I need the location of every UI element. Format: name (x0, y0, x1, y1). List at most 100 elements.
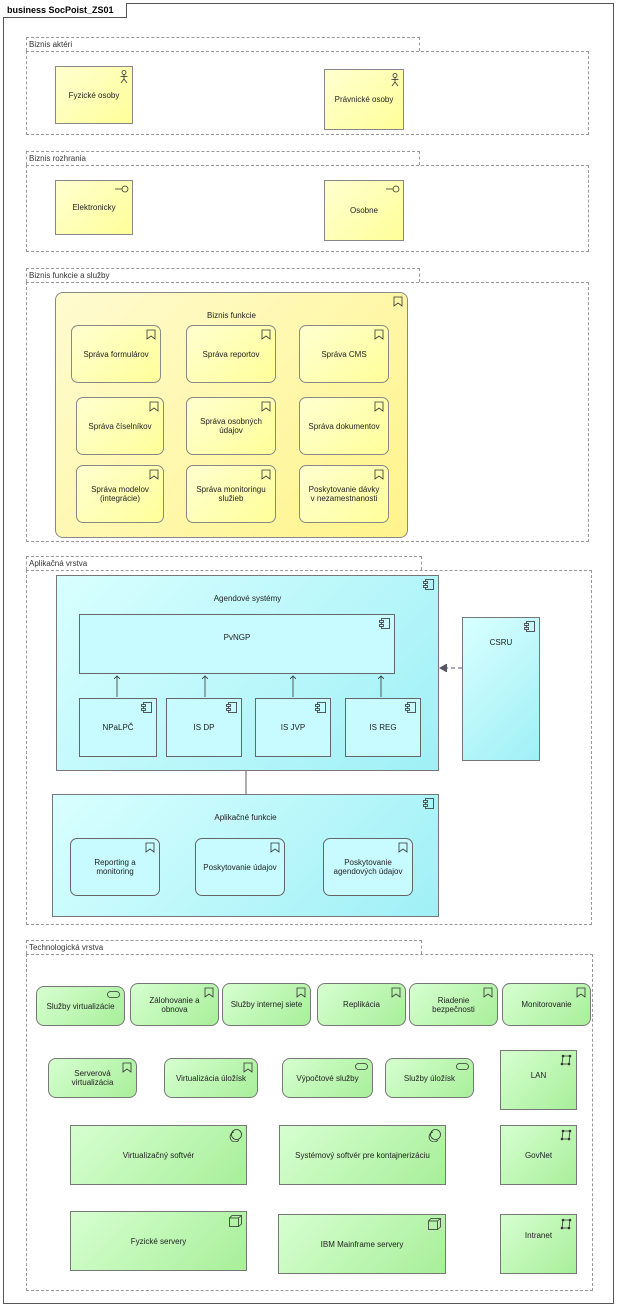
network-label: Intranet (524, 1231, 553, 1240)
component-icon (423, 798, 434, 809)
component-icon (315, 702, 326, 713)
function-icon (149, 401, 159, 412)
network-node[interactable]: LAN (500, 1050, 577, 1110)
interface-label: Osobne (349, 206, 379, 215)
system-software[interactable]: Virtualizačný softvér (70, 1125, 247, 1185)
function-label: Správa modelov (integrácie) (91, 485, 149, 503)
tech-function[interactable]: Virtualizácia úložísk (164, 1058, 258, 1098)
service-label: Monitorovanie (521, 1000, 572, 1009)
function-label: Správa CMS (321, 349, 367, 359)
function-icon (243, 1062, 253, 1073)
tech-function[interactable]: Monitorovanie (502, 983, 591, 1026)
device-label: Fyzické servery (130, 1236, 187, 1246)
system-software[interactable]: Systémový softvér pre kontajnerizáciu (279, 1125, 446, 1185)
function-icon (576, 987, 586, 998)
app-function[interactable]: Poskytovanie údajov (195, 838, 285, 896)
service-label: Serverová virtualizácia (71, 1069, 114, 1087)
function-label: Správa monitoringu služieb (196, 485, 266, 503)
app-component[interactable]: IS REG (345, 698, 421, 757)
service-icon (355, 1063, 368, 1070)
app-component[interactable]: IS JVP (255, 698, 331, 757)
function-label: Reporting a monitoring (94, 858, 136, 876)
actor-icon (391, 73, 399, 87)
component-icon (524, 621, 535, 632)
group-label-actors: Biznis aktéri (26, 37, 420, 51)
function-icon (146, 329, 156, 340)
csru-component[interactable]: CSRU (462, 617, 540, 761)
business-function[interactable]: Správa monitoringu služieb (186, 465, 276, 523)
function-icon (261, 329, 271, 340)
software-label: Virtualizačný softvér (122, 1150, 195, 1160)
container-label: Agendové systémy (213, 594, 282, 603)
business-function[interactable]: Správa CMS (299, 325, 389, 383)
container-label: Aplikačné funkcie (214, 813, 277, 822)
function-icon (296, 987, 306, 998)
service-label: Riadenie bezpečnosti (432, 995, 475, 1014)
business-function[interactable]: Správa modelov (integrácie) (76, 465, 164, 523)
network-label: LAN (530, 1071, 547, 1080)
function-icon (261, 469, 271, 480)
function-label: Správa číselníkov (88, 421, 152, 431)
group-label-application: Aplikačná vrstva (26, 556, 422, 570)
interface-elektronicky[interactable]: Elektronicky (55, 180, 133, 235)
function-icon (145, 842, 155, 853)
business-function[interactable]: Správa reportov (186, 325, 276, 383)
function-icon (204, 987, 214, 998)
business-function[interactable]: Poskytovanie dávky v nezamestnanosti (299, 465, 389, 523)
service-label: Zálohovanie a obnova (149, 995, 200, 1014)
service-label: Výpočtové služby (296, 1073, 359, 1083)
function-icon (122, 1062, 132, 1073)
function-label: Poskytovanie údajov (203, 862, 277, 872)
business-function[interactable]: Správa dokumentov (299, 397, 389, 455)
business-function[interactable]: Správa osobných údajov (186, 397, 276, 455)
network-icon (560, 1218, 572, 1230)
function-icon (398, 842, 408, 853)
device-label: IBM Mainframe servery (320, 1239, 404, 1249)
network-node[interactable]: GovNet (500, 1125, 577, 1185)
actor-fyzicke-osoby[interactable]: Fyzické osoby (55, 66, 133, 124)
function-icon (483, 987, 493, 998)
actor-label: Fyzické osoby (68, 90, 120, 100)
app-function[interactable]: Reporting a monitoring (70, 838, 160, 896)
business-function[interactable]: Správa formulárov (71, 325, 161, 383)
function-icon (261, 401, 271, 412)
app-function[interactable]: Poskytovanie agendových údajov (323, 838, 413, 896)
actor-pravnicke-osoby[interactable]: Právnické osoby (324, 69, 404, 130)
function-label: Správa formulárov (83, 349, 149, 359)
app-component[interactable]: NPaLPČ (79, 698, 157, 757)
business-function[interactable]: Správa číselníkov (76, 397, 164, 455)
container-label: Biznis funkcie (207, 311, 256, 320)
device-node[interactable]: IBM Mainframe servery (278, 1214, 446, 1274)
component-icon (141, 702, 152, 713)
function-label: Správa osobných údajov (200, 417, 262, 435)
function-label: Poskytovanie agendových údajov (333, 858, 403, 876)
component-label: IS REG (369, 723, 397, 732)
tech-service[interactable]: Služby úložísk (385, 1058, 474, 1098)
actor-label: Právnické osoby (334, 95, 394, 104)
tech-function[interactable]: Serverová virtualizácia (48, 1058, 137, 1098)
tech-function[interactable]: Zálohovanie a obnova (130, 983, 219, 1026)
interface-icon (386, 185, 400, 193)
function-icon (393, 296, 403, 307)
interface-icon (115, 185, 129, 193)
tech-function[interactable]: Replikácia (317, 983, 406, 1026)
device-node[interactable]: Fyzické servery (70, 1211, 247, 1271)
group-actors (26, 51, 589, 135)
app-component[interactable]: IS DP (166, 698, 242, 757)
group-functions (26, 282, 589, 542)
tech-service[interactable]: Služby virtualizácie (36, 986, 125, 1026)
tech-service[interactable]: Výpočtové služby (282, 1058, 373, 1098)
group-technology (26, 954, 593, 1291)
group-label-interfaces: Biznis rozhrania (26, 151, 420, 165)
network-icon (560, 1054, 572, 1066)
tech-function[interactable]: Riadenie bezpečnosti (409, 983, 498, 1026)
interface-osobne[interactable]: Osobne (324, 180, 404, 241)
component-label: IS DP (193, 723, 215, 732)
component-label: CSRU (489, 638, 513, 647)
network-node[interactable]: Intranet (500, 1214, 577, 1274)
pvngp-component[interactable]: PvNGP (79, 614, 395, 674)
tech-function[interactable]: Služby internej siete (222, 983, 311, 1026)
function-icon (391, 987, 401, 998)
component-label: NPaLPČ (102, 723, 134, 732)
